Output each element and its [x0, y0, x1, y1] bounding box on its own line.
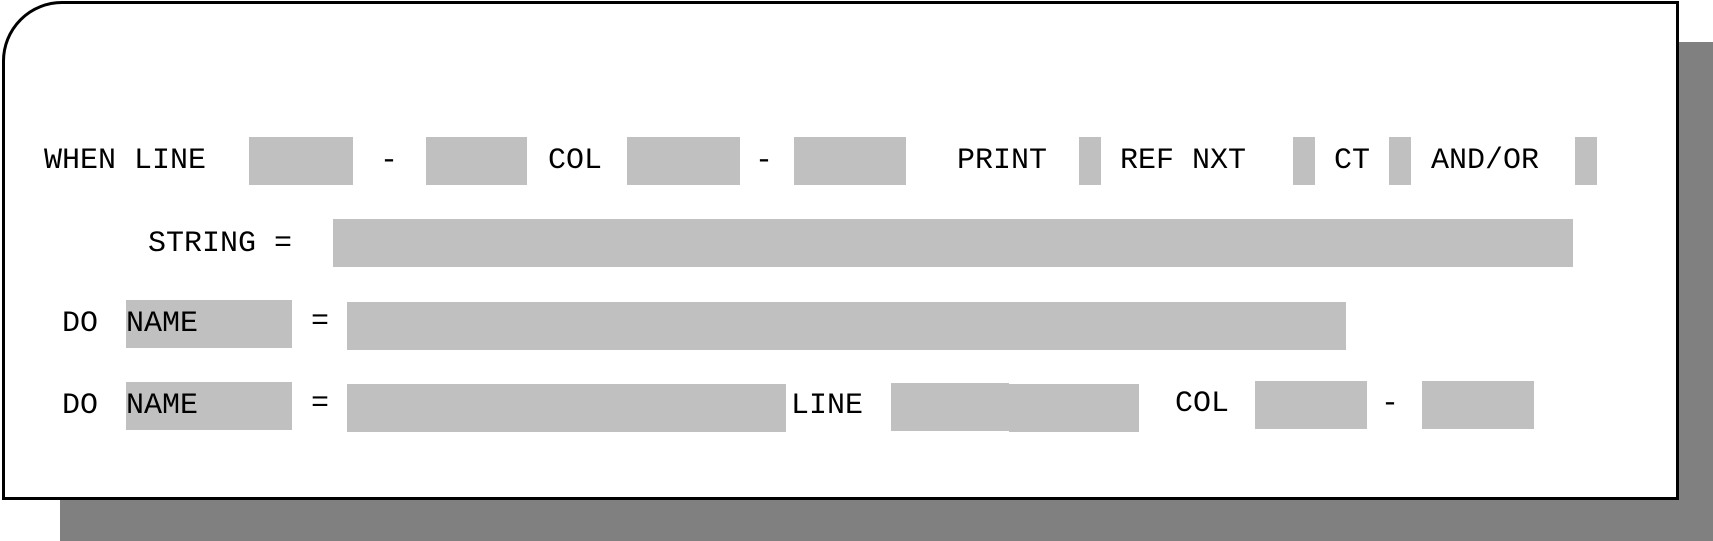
and-or-label: AND/OR	[1431, 144, 1540, 178]
string-field[interactable]	[333, 219, 1573, 267]
col-from-field[interactable]	[627, 137, 740, 185]
do-value-field-2[interactable]	[347, 384, 786, 432]
col-label-2: COL	[1175, 387, 1230, 421]
line-field-2[interactable]	[1009, 384, 1139, 432]
line-to-field[interactable]	[426, 137, 527, 185]
print-label: PRINT	[957, 144, 1048, 178]
col-range-dash-2: -	[1381, 387, 1400, 421]
col-range-dash: -	[755, 144, 774, 178]
line-range-dash: -	[380, 144, 399, 178]
do-value-field-1[interactable]	[347, 302, 1346, 350]
when-line-label: WHEN LINE	[44, 144, 207, 178]
line-field-1[interactable]	[891, 383, 1009, 431]
do-label-1: DO	[62, 307, 99, 341]
col-to-field-2[interactable]	[1422, 381, 1534, 429]
name-label-2: NAME	[126, 389, 199, 423]
col-from-field-2[interactable]	[1255, 381, 1367, 429]
ct-label: CT	[1334, 144, 1371, 178]
line-label: LINE	[791, 389, 864, 423]
name-label-1: NAME	[126, 307, 199, 341]
do-name-field-2[interactable]	[126, 382, 292, 430]
equals-sign-1: =	[311, 305, 330, 339]
ref-nxt-field[interactable]	[1293, 137, 1315, 185]
ref-nxt-label: REF NXT	[1120, 144, 1247, 178]
ct-field[interactable]	[1389, 137, 1411, 185]
line-from-field[interactable]	[249, 137, 353, 185]
do-name-field-1[interactable]	[126, 300, 292, 348]
print-field[interactable]	[1079, 137, 1101, 185]
col-to-field[interactable]	[794, 137, 906, 185]
equals-sign-2: =	[311, 387, 330, 421]
col-label: COL	[548, 144, 603, 178]
do-label-2: DO	[62, 389, 99, 423]
string-label: STRING =	[148, 227, 293, 261]
and-or-field[interactable]	[1575, 137, 1597, 185]
